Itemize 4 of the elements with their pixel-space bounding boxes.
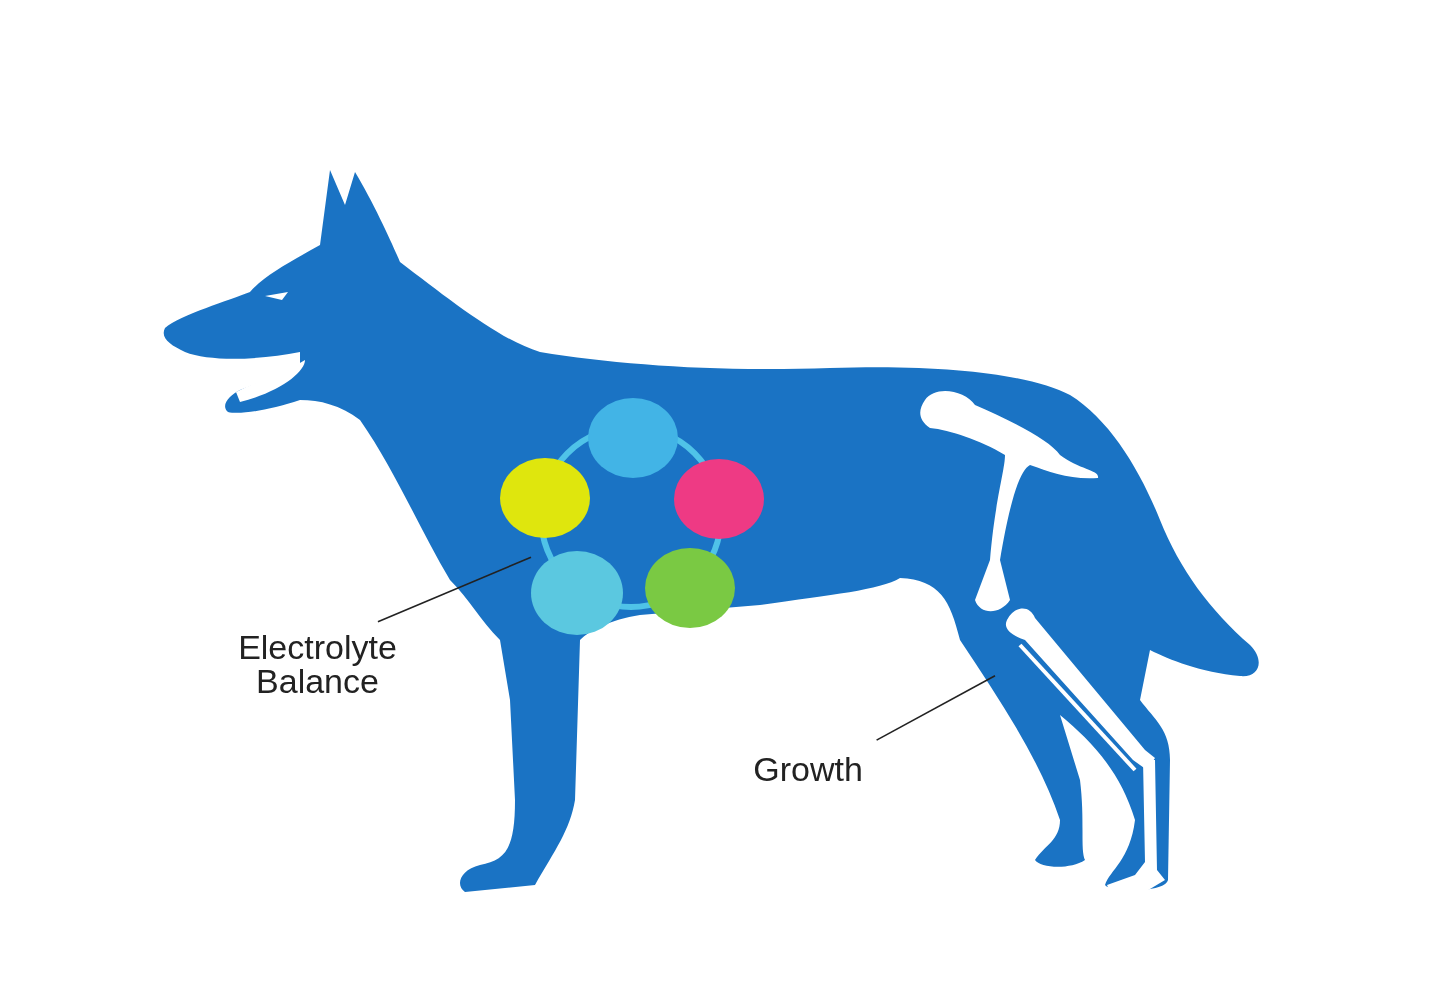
leader-line — [875, 674, 996, 741]
callout-label: Electrolyte Balance — [220, 630, 415, 698]
callout-label: Growth — [738, 752, 878, 788]
leader-line — [377, 556, 532, 623]
